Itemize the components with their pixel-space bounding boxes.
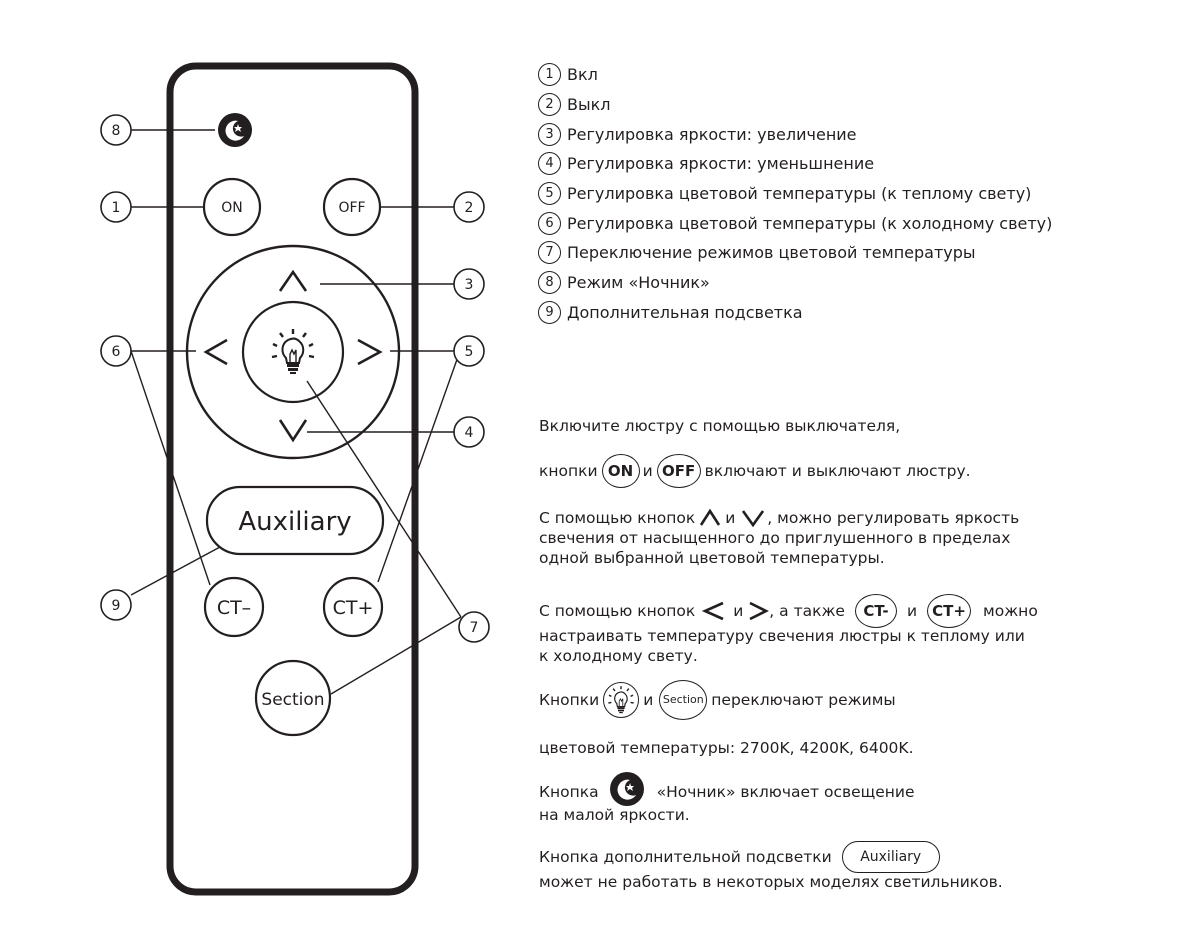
callout-1: 1: [100, 191, 132, 223]
instruction-color-temps: цветовой температуры: 2700K, 4200K, 6400…: [539, 739, 914, 757]
ct-plus-button[interactable]: CT+: [322, 576, 384, 638]
legend-number: 8: [538, 271, 561, 295]
legend-item: 5 Регулировка цветовой температуры (к теп…: [538, 179, 1052, 209]
chevron-left-icon: [702, 601, 724, 621]
callout-9: 9: [100, 589, 132, 621]
chevron-up-icon: [278, 269, 308, 292]
callout-2: 2: [453, 191, 485, 223]
chevron-down-icon: [742, 509, 765, 527]
instruction-switch: Включите люстру с помощью выключателя,: [539, 417, 901, 435]
svg-text:3: 3: [465, 277, 474, 293]
moon-icon: [609, 772, 644, 806]
legend-item: 6 Регулировка цветовой температуры (к хол…: [538, 208, 1052, 238]
instruction-on-off: кнопки ON и OFF включают и выключают люс…: [539, 454, 971, 488]
inline-ct-plus-button: CT+: [927, 594, 972, 628]
legend-number: 1: [538, 63, 561, 87]
instruction-auxiliary: Кнопка дополнительной подсветки Auxiliar…: [539, 841, 1003, 892]
on-button-label: ON: [221, 200, 243, 216]
svg-text:2: 2: [465, 200, 474, 216]
ct-minus-label: CT–: [217, 597, 251, 619]
dpad-ring: [185, 244, 401, 460]
instruction-night-mode: Кнопка «Ночник» включает освещение на ма…: [539, 772, 915, 825]
chevron-left-icon: [203, 338, 228, 366]
moon-icon: [218, 113, 252, 147]
inline-on-button: ON: [601, 454, 640, 488]
legend-number: 3: [538, 122, 561, 146]
ct-minus-button[interactable]: CT–: [203, 576, 265, 638]
cooler-light-button[interactable]: [203, 338, 228, 366]
chevron-right-icon: [749, 601, 770, 621]
legend-item: 3 Регулировка яркости: увеличение: [538, 119, 1052, 149]
legend-text: Режим «Ночник»: [567, 273, 710, 293]
color-mode-button[interactable]: [241, 300, 345, 404]
callout-3: 3: [453, 268, 485, 300]
leader-lines: [130, 129, 462, 695]
legend-text: Выкл: [567, 95, 611, 115]
legend-text: Дополнительная подсветка: [567, 302, 803, 322]
legend-number: 6: [538, 211, 561, 235]
inline-off-button: OFF: [656, 454, 701, 488]
legend-number: 9: [538, 300, 561, 324]
section-button-label: Section: [261, 690, 324, 710]
off-button-label: OFF: [338, 200, 365, 216]
legend-number: 7: [538, 241, 561, 265]
ct-plus-label: CT+: [333, 597, 374, 619]
legend-text: Регулировка яркости: увеличение: [567, 124, 857, 144]
svg-text:4: 4: [465, 425, 474, 441]
inline-color-mode-button: [603, 682, 640, 718]
legend-item: 8 Режим «Ночник»: [538, 268, 1052, 298]
legend-item: 7 Переключение режимов цветовой температу…: [538, 238, 1052, 268]
callout-4: 4: [453, 416, 485, 448]
legend-item: 9 Дополнительная подсветка: [538, 298, 1052, 328]
instruction-modes: Кнопки и Section переключают режимы: [539, 680, 896, 720]
auxiliary-button[interactable]: Auxiliary: [205, 485, 385, 556]
chevron-down-icon: [278, 419, 308, 443]
svg-text:5: 5: [465, 344, 474, 360]
brightness-up-button[interactable]: [278, 269, 308, 292]
warmer-light-button[interactable]: [357, 338, 383, 366]
inline-ct-minus-button: CT-: [854, 594, 897, 628]
night-mode-button[interactable]: [218, 113, 252, 147]
legend-number: 2: [538, 93, 561, 117]
bulb-icon: [607, 685, 635, 714]
legend-number: 5: [538, 182, 561, 206]
callout-6: 6: [100, 335, 132, 367]
legend-item: 1 Вкл: [538, 60, 1052, 90]
callout-8: 8: [100, 114, 132, 146]
instruction-temperature: С помощью кнопок и , а также CT- и CT+ м…: [539, 594, 1038, 666]
svg-text:9: 9: [112, 598, 121, 614]
legend-text: Регулировка цветовой температуры (к тепл…: [567, 184, 1032, 204]
legend-text: Регулировка яркости: уменьшнение: [567, 154, 875, 174]
inline-auxiliary-button: Auxiliary: [841, 841, 940, 873]
legend-text: Вкл: [567, 65, 598, 85]
on-button[interactable]: ON: [202, 177, 262, 237]
legend-item: 4 Регулировка яркости: уменьшнение: [538, 149, 1052, 179]
callout-7: 7: [458, 611, 490, 643]
legend-text: Переключение режимов цветовой температур…: [567, 243, 976, 263]
svg-text:6: 6: [112, 344, 121, 360]
remote-body: [166, 62, 419, 896]
instruction-brightness: С помощью кнопок и , можно регулировать …: [539, 508, 1020, 567]
section-button[interactable]: Section: [254, 659, 332, 737]
svg-text:7: 7: [470, 620, 479, 636]
callout-5: 5: [453, 335, 485, 367]
legend-number: 4: [538, 152, 561, 176]
svg-text:1: 1: [112, 200, 121, 216]
inline-section-button: Section: [659, 680, 708, 720]
svg-text:8: 8: [112, 123, 121, 139]
chevron-up-icon: [700, 508, 721, 526]
chevron-right-icon: [357, 338, 383, 366]
off-button[interactable]: OFF: [322, 177, 382, 237]
brightness-down-button[interactable]: [278, 419, 308, 443]
legend-item: 2 Выкл: [538, 90, 1052, 120]
legend-text: Регулировка цветовой температуры (к холо…: [567, 213, 1053, 233]
legend-list: 1 Вкл 2 Выкл 3 Регулировка яркости: увеличе…: [538, 60, 1052, 327]
auxiliary-button-label: Auxiliary: [238, 507, 351, 537]
